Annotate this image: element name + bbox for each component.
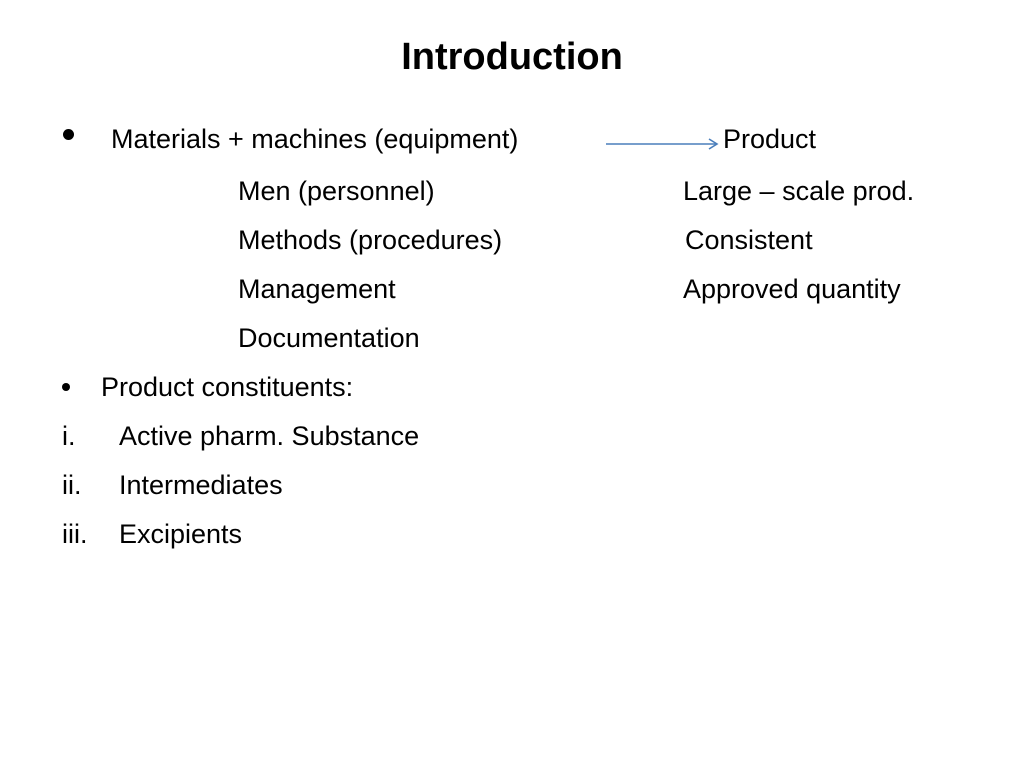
attribute-large-scale: Large – scale prod.	[683, 176, 915, 206]
list-number-2: ii.	[62, 470, 82, 500]
arrow-right-icon	[606, 138, 719, 150]
input-item-methods: Methods (procedures)	[238, 225, 503, 255]
bullet-1-main-text: Materials + machines (equipment)	[111, 124, 519, 154]
attribute-consistent: Consistent	[685, 225, 813, 255]
input-item-documentation: Documentation	[238, 323, 420, 353]
bullet-2-text: Product constituents:	[101, 372, 354, 402]
attribute-approved-quantity: Approved quantity	[683, 274, 901, 304]
list-item-3: Excipients	[119, 519, 243, 549]
input-item-management: Management	[238, 274, 396, 304]
bullet-1-dot	[63, 129, 74, 140]
slide-title: Introduction	[401, 36, 623, 78]
result-product: Product	[723, 124, 817, 154]
list-number-3: iii.	[62, 519, 88, 549]
list-number-1: i.	[62, 421, 76, 451]
bullet-2-dot	[62, 383, 70, 391]
input-item-men: Men (personnel)	[238, 176, 435, 206]
list-item-2: Intermediates	[119, 470, 283, 500]
list-item-1: Active pharm. Substance	[119, 421, 420, 451]
